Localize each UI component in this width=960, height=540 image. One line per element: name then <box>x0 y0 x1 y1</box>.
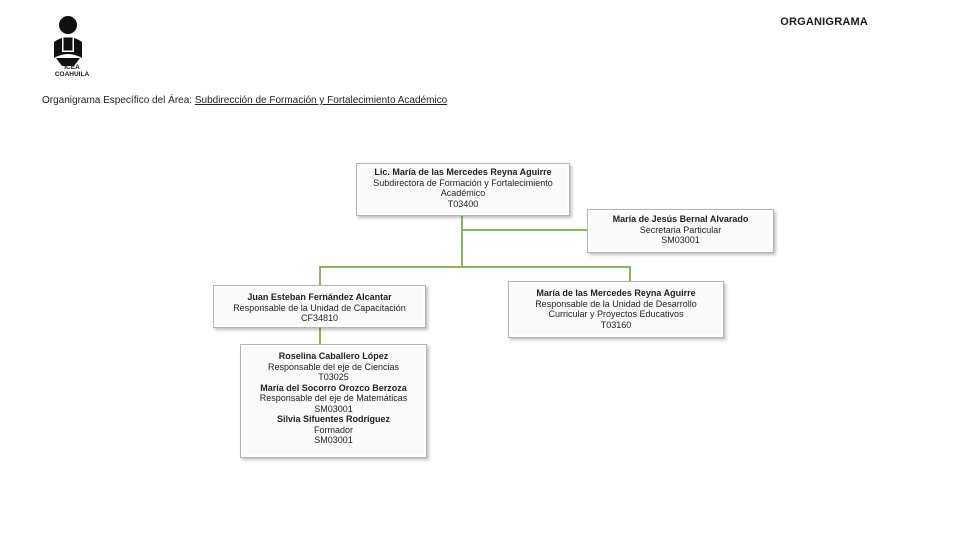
org-node-director: Lic. María de las Mercedes Reyna Aguirre… <box>356 163 570 216</box>
connector-secretary-branch <box>462 229 587 231</box>
staff-code: SM03001 <box>314 435 353 445</box>
secretary-role: Secretaria Particular <box>639 224 722 235</box>
logo-text-line1: ICEA <box>64 64 80 71</box>
curriculum-role-line2: Curricular y Proyectos Educativos <box>548 309 684 319</box>
training-role: Responsable de la Unidad de Capacitación <box>233 302 406 313</box>
staff-member: Silvia Sifuentes Rodríguez Formador SM03… <box>245 414 422 446</box>
connector-director-down <box>461 216 463 267</box>
staff-role: Responsable del eje de Ciencias <box>267 361 400 372</box>
reading-person-icon <box>54 16 82 66</box>
org-node-staff-group: Roselina Caballero López Responsable del… <box>240 344 427 458</box>
director-name: Lic. María de las Mercedes Reyna Aguirre <box>374 167 552 177</box>
chart-subtitle: Organigrama Específico del Área: Subdire… <box>42 95 447 106</box>
training-code: CF34810 <box>300 313 339 323</box>
staff-code: SM03001 <box>314 403 353 414</box>
staff-role: Formador <box>313 424 353 435</box>
training-name: Juan Esteban Fernández Alcantar <box>247 292 392 302</box>
org-node-secretary: María de Jesús Bernal Alvarado Secretari… <box>587 209 774 253</box>
staff-member: María del Socorro Orozco Berzoza Respons… <box>245 383 422 415</box>
staff-name: María del Socorro Orozco Berzoza <box>260 382 407 393</box>
staff-member: Roselina Caballero López Responsable del… <box>245 351 422 383</box>
subtitle-area: Subdirección de Formación y Fortalecimie… <box>194 95 448 106</box>
director-role-line2: Académico <box>440 188 486 198</box>
secretary-name: María de Jesús Bernal Alvarado <box>612 214 749 224</box>
staff-role: Responsable del eje de Matemáticas <box>259 393 408 403</box>
org-node-training-unit: Juan Esteban Fernández Alcantar Responsa… <box>213 285 426 328</box>
staff-name: Silvia Sifuentes Rodríguez <box>276 414 391 424</box>
connector-curriculum-drop <box>629 266 631 281</box>
connector-horizontal-bus <box>319 266 630 268</box>
staff-code: T03025 <box>318 372 349 382</box>
logo-text-line2: COAHUILA <box>54 71 90 78</box>
subtitle-prefix: Organigrama Específico del Área: <box>42 95 195 106</box>
curriculum-name: María de las Mercedes Reyna Aguirre <box>536 288 696 298</box>
director-code: T03400 <box>447 198 479 209</box>
staff-name: Roselina Caballero López <box>278 351 389 361</box>
connector-training-drop <box>319 266 321 285</box>
org-node-curriculum-unit: María de las Mercedes Reyna Aguirre Resp… <box>508 281 724 338</box>
connector-training-staff <box>319 328 321 344</box>
institution-logo: ICEA COAHUILA <box>50 14 94 80</box>
page-title: ORGANIGRAMA <box>780 16 868 28</box>
secretary-code: SM03001 <box>661 235 700 245</box>
curriculum-role-line1: Responsable de la Unidad de Desarrollo <box>535 298 697 309</box>
curriculum-code: T03160 <box>600 319 632 330</box>
director-role-line1: Subdirectora de Formación y Fortalecimie… <box>373 177 553 188</box>
